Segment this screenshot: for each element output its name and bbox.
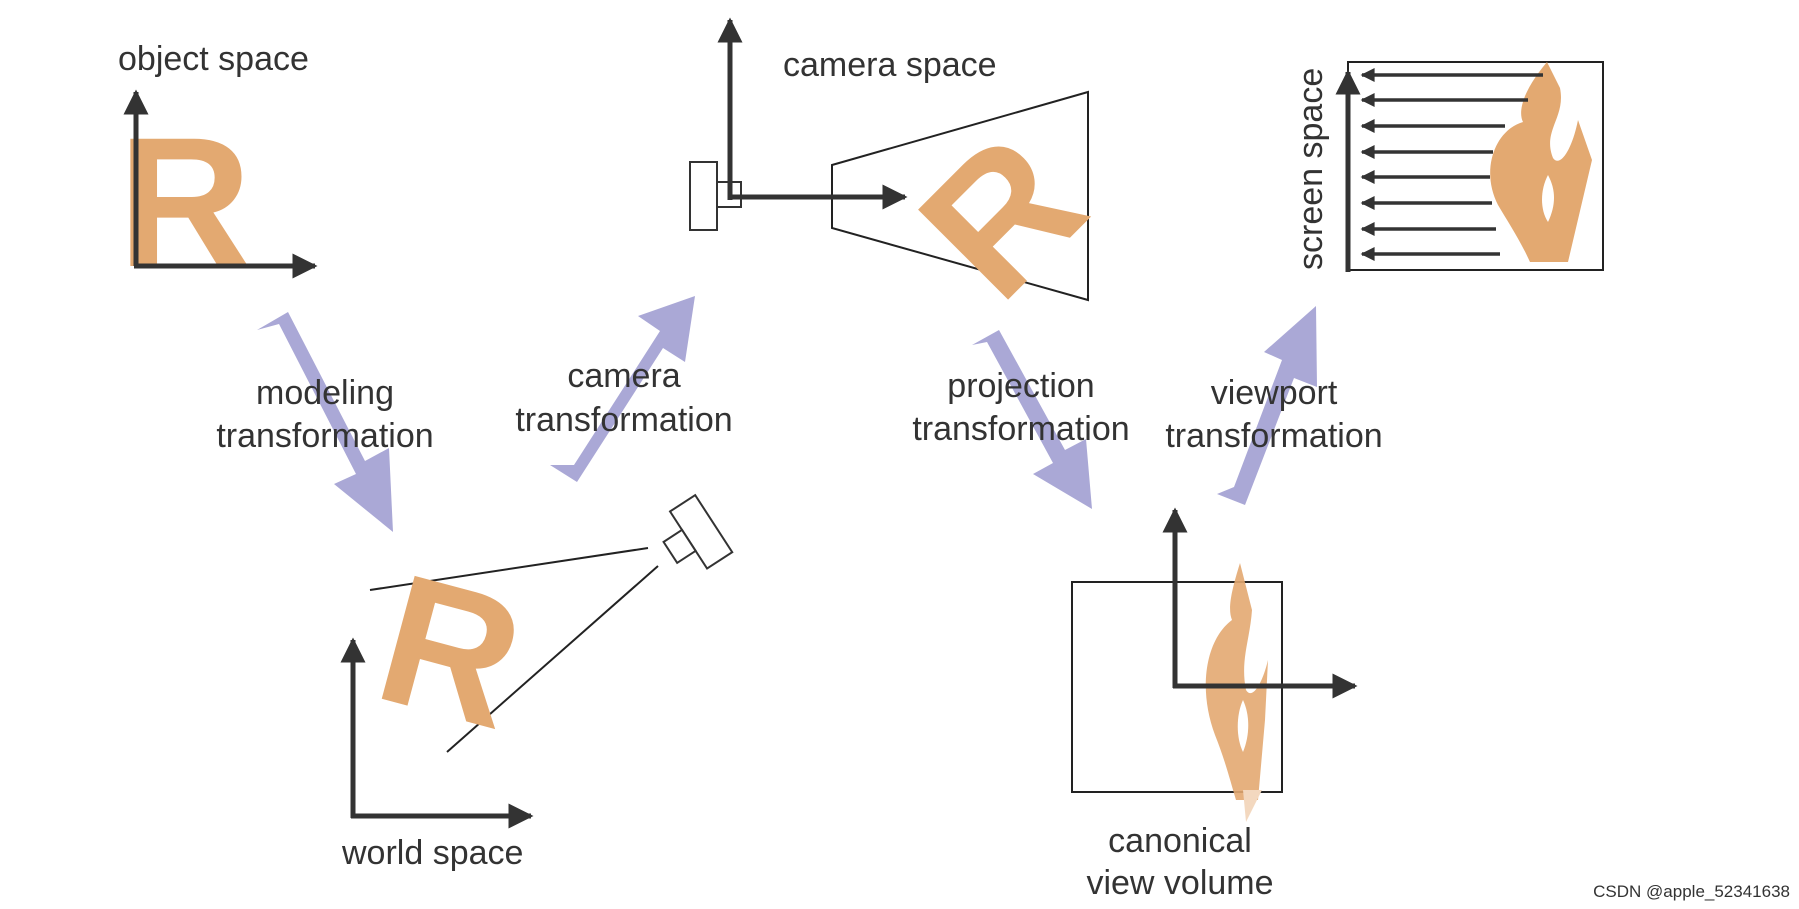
camera-arrow — [550, 296, 695, 482]
letter-R-icon — [1490, 62, 1592, 262]
object-space-panel: object space R — [118, 40, 318, 306]
canonical-volume-panel: canonical view volume — [1071, 507, 1358, 902]
viewport-transform-label: viewport transformation — [1165, 374, 1382, 455]
camera-label-line1: camera — [567, 357, 680, 395]
arrow-icon — [972, 330, 1092, 509]
modeling-arrow — [257, 312, 393, 532]
letter-R-icon: R — [359, 535, 541, 769]
watermark: CSDN @apple_52341638 — [1593, 882, 1790, 901]
arrow-icon — [1217, 306, 1317, 505]
camera-label-line2: transformation — [515, 401, 732, 439]
letter-R-icon: R — [118, 100, 252, 306]
camera-space-label: camera space — [783, 46, 997, 84]
view-frustum — [831, 90, 1089, 302]
projection-label-line2: transformation — [912, 410, 1129, 448]
modeling-label-line1: modeling — [256, 374, 394, 412]
glyph-counter — [1237, 700, 1249, 752]
world-space-glyph: R — [359, 535, 541, 769]
modeling-label-line2: transformation — [216, 417, 433, 455]
world-space-axes — [340, 637, 534, 829]
camera-transform-label: camera transformation — [515, 357, 732, 439]
arrow-icon — [257, 312, 393, 532]
screen-space-panel: screen space — [1292, 61, 1604, 272]
projection-transform-label: projection transformation — [912, 367, 1129, 448]
view-line-lower — [446, 565, 659, 753]
glyph-clipped-tail — [1243, 790, 1262, 822]
canonical-label-line1: canonical — [1108, 822, 1252, 860]
glyph-counter — [1542, 175, 1554, 222]
viewport-label-line1: viewport — [1211, 374, 1338, 412]
object-space-label: object space — [118, 40, 309, 78]
view-line-upper — [369, 547, 649, 591]
arrow-icon — [550, 296, 695, 482]
canonical-axes — [1162, 507, 1358, 699]
projection-arrow — [972, 330, 1092, 509]
camera-space-axes — [717, 17, 908, 210]
scanline-arrows — [1360, 68, 1543, 261]
world-space-label: world space — [341, 834, 523, 872]
camera-space-glyph: R — [882, 96, 1122, 336]
viewport-arrow — [1217, 306, 1317, 505]
letter-R-icon: R — [882, 96, 1122, 336]
screen-space-label: screen space — [1292, 68, 1330, 270]
camera-icon — [662, 493, 734, 570]
world-space-panel: R world space — [340, 493, 734, 872]
object-space-glyph: R — [118, 100, 252, 306]
projection-label-line1: projection — [947, 367, 1094, 405]
modeling-transform-label: modeling transformation — [216, 374, 433, 455]
canonical-glyph — [1205, 563, 1268, 822]
camera-space-panel: camera space R — [689, 17, 1122, 337]
object-space-axes — [123, 89, 318, 279]
viewport-label-line2: transformation — [1165, 417, 1382, 455]
screen-space-glyph — [1490, 62, 1592, 262]
canonical-label-line2: view volume — [1086, 864, 1273, 902]
letter-R-icon — [1205, 563, 1268, 800]
